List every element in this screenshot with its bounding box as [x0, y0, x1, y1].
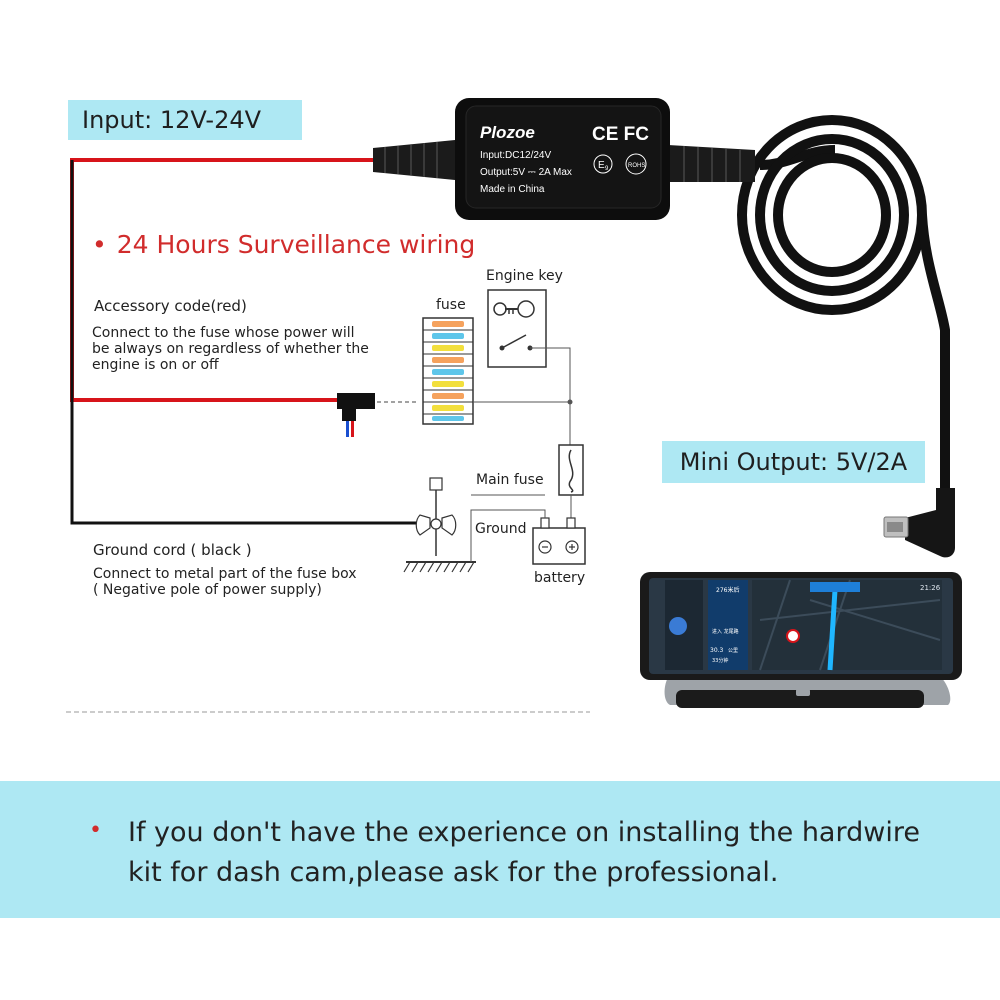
fuse-box-icon [422, 317, 474, 425]
svg-text:30.3: 30.3 [710, 647, 724, 654]
converter-input-spec: Input:DC12/24V [480, 150, 551, 161]
svg-text:33分钟: 33分钟 [712, 657, 728, 664]
input-strain-relief [373, 140, 455, 180]
bottom-banner [0, 781, 1000, 918]
svg-text:21:26: 21:26 [920, 584, 941, 592]
main-fuse-label: Main fuse [476, 472, 544, 488]
bottom-note: • If you don't have the experience on in… [89, 813, 920, 893]
coiled-cable [737, 115, 950, 495]
fuse-label: fuse [436, 297, 466, 313]
ground-bolt-icon [415, 477, 457, 556]
svg-text:进入 龙尾路: 进入 龙尾路 [712, 628, 739, 635]
battery-label: battery [534, 570, 586, 586]
engine-key-icon [487, 289, 547, 368]
svg-text:9: 9 [605, 166, 609, 172]
ground-label: Ground [475, 521, 527, 537]
converter-output-spec: Output:5V ⎓ 2A Max [480, 167, 572, 178]
svg-text:E: E [598, 160, 605, 171]
svg-text:公里: 公里 [728, 648, 738, 654]
e-mark-icon [593, 154, 613, 174]
bullet-icon: • [92, 230, 107, 259]
ground-symbol-icon [403, 540, 476, 573]
accessory-title: Accessory code(red) [94, 297, 247, 315]
ground-cord-description: Connect to metal part of the fuse box ( … [93, 566, 357, 598]
converter-brand: Plozoe [480, 123, 535, 142]
mini-usb-connector-icon [883, 488, 955, 558]
output-strain-relief [668, 145, 755, 182]
add-a-fuse-icon [337, 393, 375, 437]
ground-wire-black [70, 160, 418, 525]
ground-cord-title: Ground cord ( black ) [93, 541, 252, 559]
engine-key-label: Engine key [486, 268, 563, 284]
dash-cam-display [640, 572, 962, 708]
battery-icon [532, 517, 586, 565]
surveillance-title: • 24 Hours Surveillance wiring [92, 230, 475, 259]
converter-box [455, 98, 670, 220]
input-voltage-label: Input: 12V-24V [68, 100, 302, 140]
mini-output-label: Mini Output: 5V/2A [662, 441, 925, 483]
converter-text: Plozoe CE FC Input:DC12/24V Output:5V ⎓ … [480, 123, 649, 195]
svg-text:ROHS: ROHS [628, 163, 645, 169]
screen-text: 21:26 276米后 进入 龙尾路 30.3 公里 33分钟 [710, 584, 941, 664]
rohs-icon [625, 153, 647, 175]
accessory-description: Connect to the fuse whose power will be … [92, 325, 369, 373]
surveillance-title-text: 24 Hours Surveillance wiring [116, 230, 476, 259]
svg-text:276米后: 276米后 [716, 586, 739, 594]
converter-origin: Made in China [480, 184, 545, 195]
bullet-icon: • [89, 818, 102, 843]
converter-marks: CE FC [592, 124, 649, 145]
